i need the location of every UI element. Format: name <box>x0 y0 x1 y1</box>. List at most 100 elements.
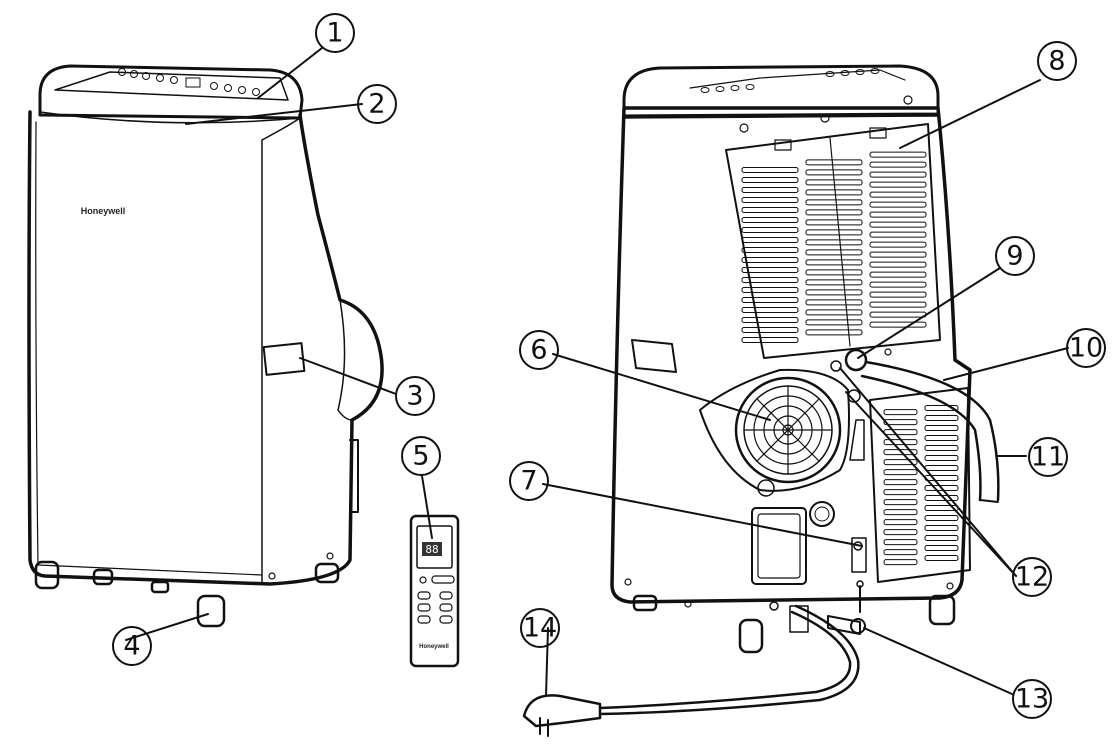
grille-slat <box>883 469 918 476</box>
grille-slat <box>805 179 863 186</box>
grille-slat <box>805 249 863 256</box>
grille-slat <box>924 515 959 521</box>
front-control-buttons <box>118 68 260 96</box>
grille-slat <box>741 167 799 174</box>
svg-text:9: 9 <box>1006 241 1023 272</box>
grille-slat <box>883 419 918 426</box>
grille-slat <box>741 327 799 334</box>
svg-text:4: 4 <box>123 631 140 662</box>
grille-slat <box>924 405 959 411</box>
callout-3: 3 <box>395 376 435 416</box>
grille-slat <box>883 559 918 566</box>
svg-text:6: 6 <box>530 335 547 366</box>
grille-slat <box>869 241 927 248</box>
svg-text:2: 2 <box>368 89 385 120</box>
svg-text:3: 3 <box>406 381 423 412</box>
grille-slat <box>741 267 799 274</box>
front-side-handle <box>262 342 306 376</box>
remote-control: 88 Honeywell <box>409 514 460 668</box>
grille-slat <box>869 311 927 318</box>
grille-slat <box>741 317 799 324</box>
grille-slat <box>869 291 927 298</box>
svg-text:13: 13 <box>1015 684 1049 715</box>
callout-11: 11 <box>1028 437 1068 477</box>
grille-slat <box>869 151 927 158</box>
remote-brand-logo: Honeywell <box>419 644 449 650</box>
front-control-panel <box>54 71 289 101</box>
front-unit: Honeywell <box>27 64 384 628</box>
grille-slat <box>869 271 927 278</box>
grille-slat <box>869 161 927 168</box>
grille-slat <box>805 169 863 176</box>
grille-slat <box>741 217 799 224</box>
svg-text:12: 12 <box>1015 562 1049 593</box>
grille-slat <box>741 187 799 194</box>
callout-7: 7 <box>509 461 549 501</box>
grille-slat <box>924 555 959 561</box>
grille-slat <box>805 229 863 236</box>
grille-slat <box>924 475 959 481</box>
svg-text:8: 8 <box>1048 46 1065 77</box>
svg-text:7: 7 <box>520 466 537 497</box>
grille-slat <box>805 239 863 246</box>
grille-slat <box>883 519 918 526</box>
grille-slat <box>741 177 799 184</box>
grille-slat <box>924 425 959 431</box>
grille-slat <box>805 279 863 286</box>
upper-air-filter-grille <box>725 123 941 359</box>
grille-slat <box>805 299 863 306</box>
back-unit <box>522 64 1000 737</box>
leader-lines <box>125 47 1069 697</box>
grille-slat <box>869 181 927 188</box>
grille-slat <box>924 455 959 461</box>
grille-slat <box>805 189 863 196</box>
grille-slat <box>883 539 918 546</box>
grille-slat <box>741 257 799 264</box>
grille-slat <box>869 321 927 328</box>
grille-slat <box>741 297 799 304</box>
callout-2: 2 <box>357 84 397 124</box>
grille-slat <box>883 429 918 436</box>
svg-text:5: 5 <box>412 441 429 472</box>
power-cord <box>522 604 860 737</box>
grille-slat <box>924 525 959 531</box>
callout-14: 14 <box>520 608 560 648</box>
grille-slat <box>741 227 799 234</box>
grille-slat <box>924 545 959 551</box>
grille-slat <box>869 191 927 198</box>
grille-slat <box>741 197 799 204</box>
grille-slat <box>924 485 959 491</box>
grille-slat <box>883 509 918 516</box>
grille-slat <box>741 247 799 254</box>
svg-text:11: 11 <box>1031 442 1065 473</box>
grille-slat <box>805 309 863 316</box>
back-body <box>610 106 972 604</box>
grille-slat <box>805 159 863 166</box>
grille-slat <box>883 459 918 466</box>
lower-air-filter-grille <box>869 387 971 583</box>
grille-slat <box>741 277 799 284</box>
grille-slat <box>869 251 927 258</box>
callout-8: 8 <box>1037 41 1077 81</box>
grille-slat <box>805 289 863 296</box>
grille-slat <box>805 199 863 206</box>
grille-slat <box>741 307 799 314</box>
grille-slat <box>883 529 918 536</box>
grille-slat <box>883 479 918 486</box>
callout-6: 6 <box>519 330 559 370</box>
svg-text:10: 10 <box>1069 333 1103 364</box>
grille-slat <box>805 319 863 326</box>
grille-slat <box>883 409 918 416</box>
grille-slat <box>869 231 927 238</box>
grille-slat <box>805 219 863 226</box>
front-casters <box>34 560 340 628</box>
callout-12: 12 <box>1012 557 1052 597</box>
callouts: 1 2 3 4 5 6 7 8 9 10 11 12 13 14 <box>112 13 1106 719</box>
back-casters <box>632 594 956 654</box>
grille-slat <box>869 301 927 308</box>
grille-slat <box>869 281 927 288</box>
front-top-lid <box>38 64 304 120</box>
svg-text:14: 14 <box>523 613 557 644</box>
callout-1: 1 <box>315 13 355 53</box>
grille-slat <box>741 337 799 344</box>
